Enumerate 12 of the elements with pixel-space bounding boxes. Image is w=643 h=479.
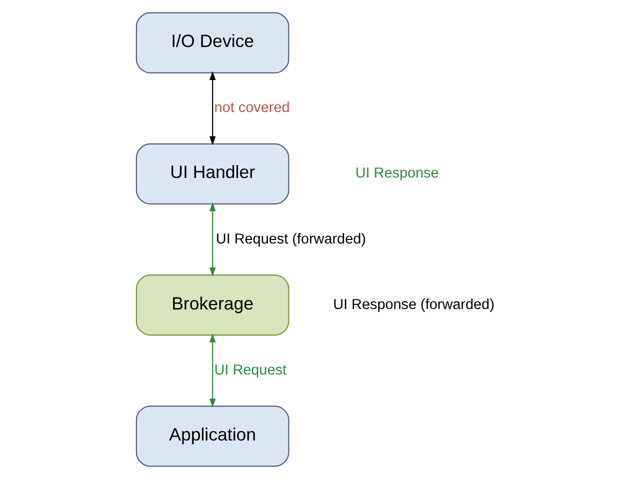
edge-label: UI Request [214,362,286,378]
edge-label: not covered [214,100,290,116]
node-box: Application [136,406,290,467]
arrow [209,202,216,276]
node-box: I/O Device [136,12,290,74]
node-box: Brokerage [136,274,290,336]
label: UI Response [355,166,439,182]
edge-label: UI Request (forwarded) [216,231,366,248]
arrow [209,333,216,408]
arrow [209,71,216,146]
label: UI Response (forwarded) [333,296,494,313]
node-box: UI Handler [136,143,290,204]
